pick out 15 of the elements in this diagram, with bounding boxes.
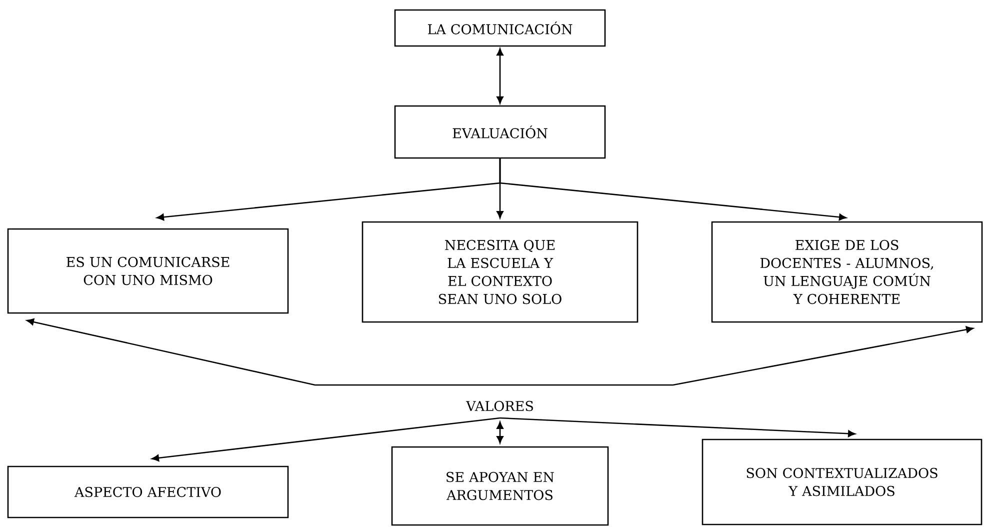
process-box: EVALUACIÓN <box>394 105 606 159</box>
process-box: ASPECTO AFECTIVO <box>7 466 289 518</box>
arrow <box>500 417 856 438</box>
process-box: ES UN COMUNICARSE CON UNO MISMO <box>7 228 289 314</box>
process-box: LA COMUNICACIÓN <box>394 9 606 47</box>
arrow <box>496 422 504 444</box>
process-box: SON CONTEXTUALIZADOS Y ASIMILADOS <box>702 438 982 526</box>
arrow <box>152 417 500 462</box>
label-text: VALORES <box>466 400 533 412</box>
process-box: EXIGE DE LOS DOCENTES - ALUMNOS, UN LENGUAJE COMÚN Y COHERENTE <box>711 221 983 323</box>
arrow <box>499 158 846 221</box>
process-box: SE APOYAN EN ARGUMENTOS <box>391 446 609 526</box>
arrow <box>496 48 504 104</box>
arrow <box>26 318 974 386</box>
process-box: NECESITA QUE LA ESCUELA Y EL CONTEXTO SEAN UNO SOLO <box>362 221 638 323</box>
